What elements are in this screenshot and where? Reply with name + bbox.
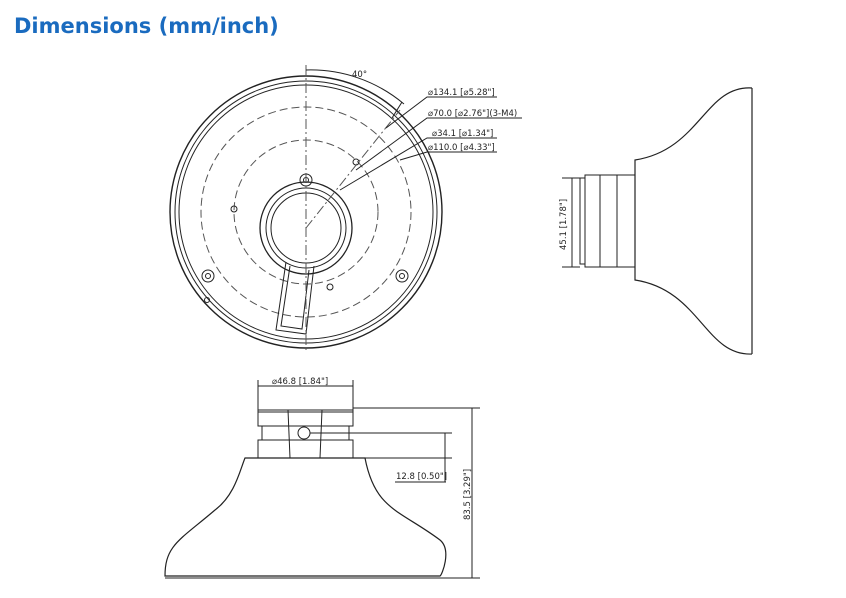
front-view: [164, 380, 480, 579]
hole-offset-label: 12.8 [0.50"]: [396, 472, 447, 482]
top-view: [169, 65, 522, 350]
total-height-label: 83.5 [3.29"]: [463, 469, 473, 520]
mid-diameter-label: ⌀110.0 [⌀4.33"]: [428, 143, 495, 153]
page-title: Dimensions (mm/inch): [14, 14, 279, 38]
side-view: [562, 87, 753, 355]
inner-diameter-label: ⌀34.1 [⌀1.34"]: [432, 129, 493, 139]
side-height-label: 45.1 [1.78"]: [559, 199, 569, 250]
hole-circle-label: ⌀70.0 [⌀2.76"](3-M4): [428, 109, 517, 119]
angle-label: 40°: [352, 70, 367, 80]
outer-diameter-label: ⌀134.1 [⌀5.28"]: [428, 88, 495, 98]
top-diameter-label: ⌀46.8 [1.84"]: [272, 377, 328, 387]
